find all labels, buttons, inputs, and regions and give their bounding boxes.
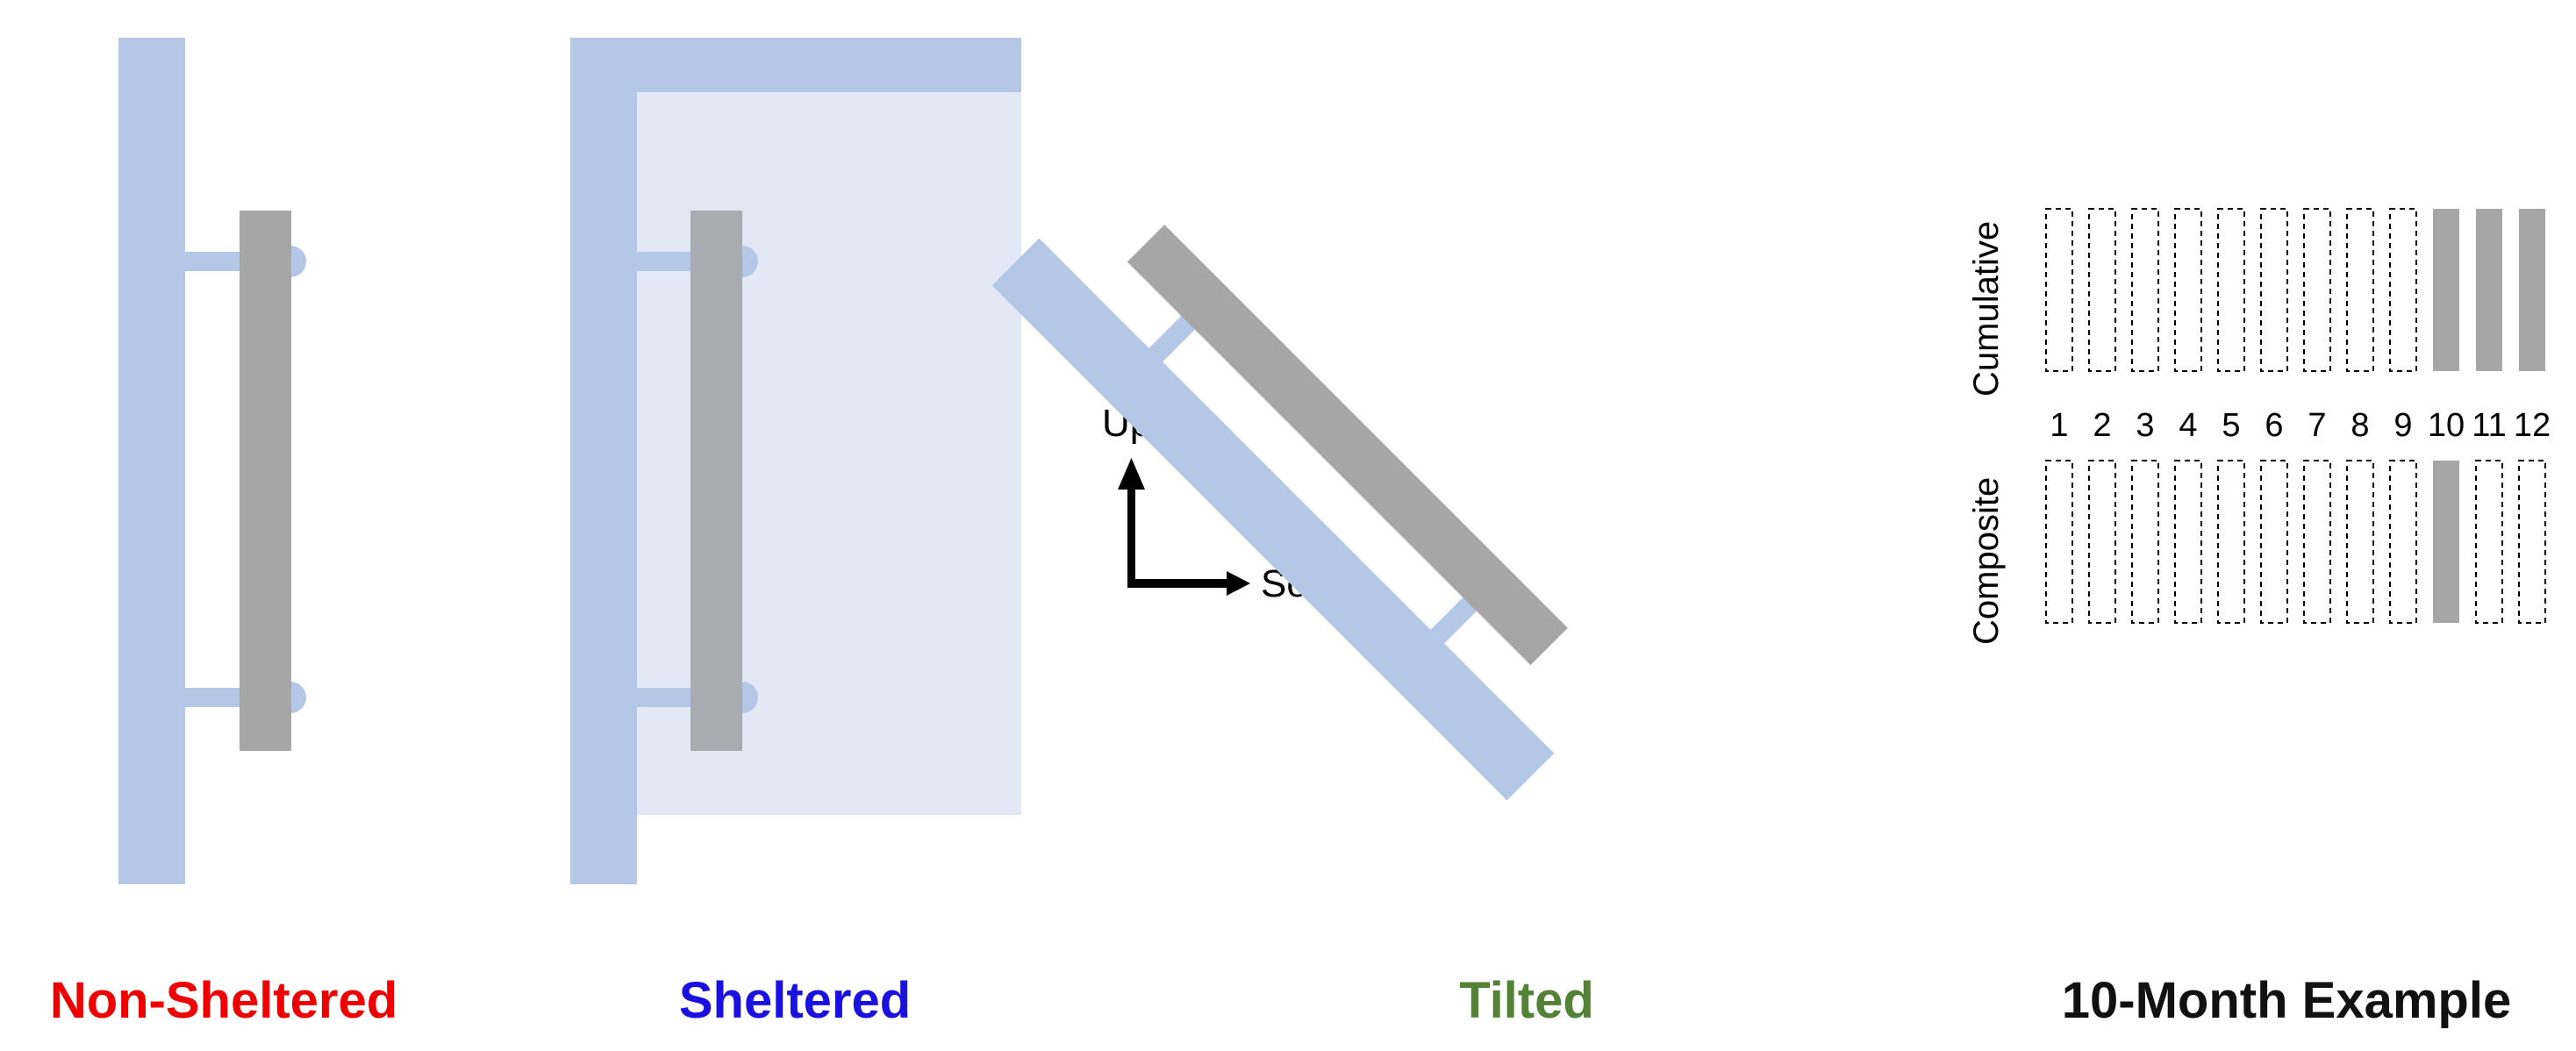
row-label-cumulative: Cumulative xyxy=(1967,221,2006,397)
month-box-filled xyxy=(2476,209,2502,371)
month-box-filled xyxy=(2519,209,2545,371)
up-arrow-shaft xyxy=(1127,487,1135,588)
month-number-label: 12 xyxy=(2514,407,2551,444)
month-number-label: 11 xyxy=(2472,407,2506,444)
non-sheltered-rack xyxy=(118,38,306,884)
month-number-label: 7 xyxy=(2308,407,2326,444)
month-box-empty xyxy=(2475,460,2503,624)
month-box-empty xyxy=(2088,460,2116,624)
month-box-empty xyxy=(2303,460,2331,624)
month-box-empty xyxy=(2389,460,2417,624)
rack-post xyxy=(570,38,637,884)
rack-post xyxy=(118,38,185,884)
month-box-filled xyxy=(2433,209,2459,371)
month-number-label: 5 xyxy=(2222,407,2240,444)
month-box-empty xyxy=(2346,208,2374,372)
month-box-empty xyxy=(2174,460,2202,624)
month-box-empty xyxy=(2260,208,2288,372)
month-box-empty xyxy=(2131,208,2159,372)
composite-row xyxy=(2045,460,2546,624)
caption-non-sheltered: Non-Sheltered xyxy=(50,972,397,1029)
sample-panel xyxy=(240,211,291,751)
month-box-empty xyxy=(2260,460,2288,624)
rack-post-tilted xyxy=(991,238,1555,801)
tilted-rack xyxy=(991,225,1568,801)
caption-sheltered: Sheltered xyxy=(679,972,911,1029)
shelter-roof xyxy=(570,38,1021,92)
row-label-composite: Composite xyxy=(1967,477,2006,645)
month-number-label: 4 xyxy=(2179,407,2197,444)
month-box-empty xyxy=(2518,460,2546,624)
sample-panel xyxy=(691,211,742,751)
month-number-label: 2 xyxy=(2093,407,2111,444)
month-box-empty xyxy=(2389,208,2417,372)
south-arrow-head-icon xyxy=(1227,571,1250,596)
sheltered-rack xyxy=(570,38,1021,884)
month-box-filled xyxy=(2433,461,2459,623)
up-arrow-head-icon xyxy=(1118,458,1145,490)
month-number-label: 6 xyxy=(2265,407,2283,444)
month-box-empty xyxy=(2346,460,2374,624)
month-box-empty xyxy=(2174,208,2202,372)
month-box-empty xyxy=(2131,460,2159,624)
month-number-label: 10 xyxy=(2428,407,2465,444)
sample-panel xyxy=(1127,225,1568,666)
month-box-empty xyxy=(2217,208,2245,372)
month-number-label: 1 xyxy=(2050,407,2068,444)
south-arrow-shaft xyxy=(1127,579,1233,588)
month-box-empty xyxy=(2088,208,2116,372)
caption-example: 10-Month Example xyxy=(2062,972,2511,1029)
caption-tilted: Tilted xyxy=(1459,972,1594,1029)
month-box-empty xyxy=(2217,460,2245,624)
month-number-label: 9 xyxy=(2394,407,2412,444)
month-number-label: 3 xyxy=(2136,407,2154,444)
month-number-label: 8 xyxy=(2351,407,2369,444)
cumulative-row xyxy=(2045,208,2545,372)
month-box-empty xyxy=(2303,208,2331,372)
month-box-empty xyxy=(2045,208,2073,372)
month-box-empty xyxy=(2045,460,2073,624)
